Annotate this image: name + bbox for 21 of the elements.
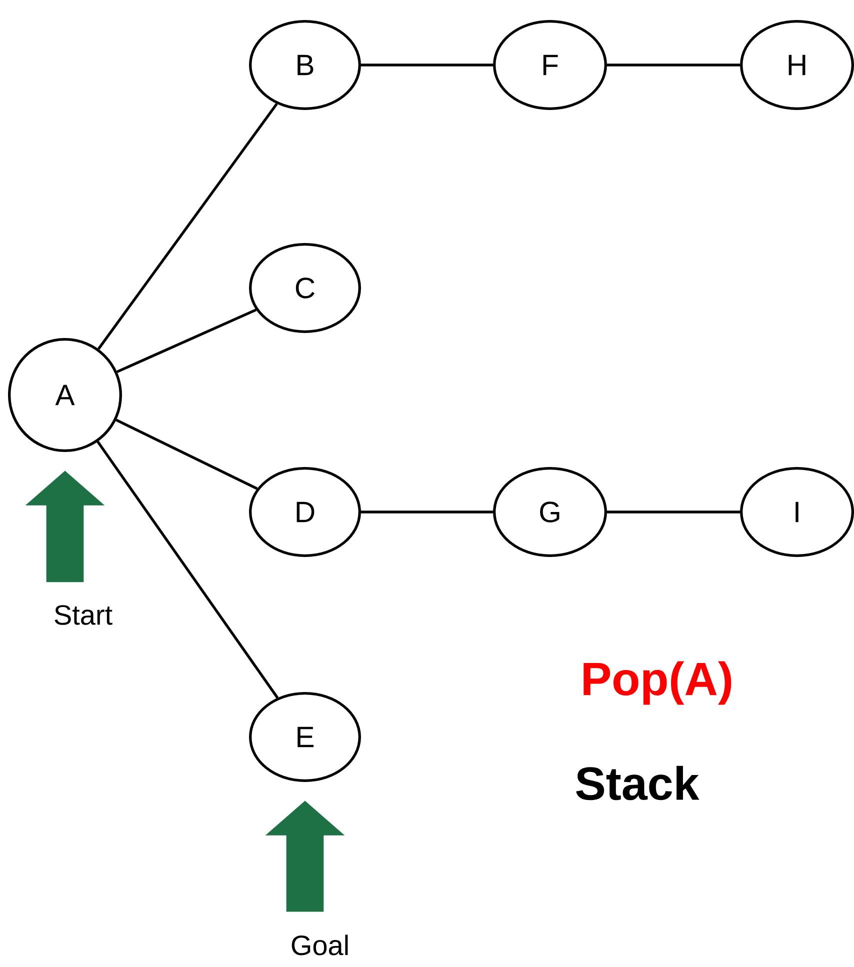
connector-line	[96, 440, 279, 699]
circle-node: G	[493, 467, 607, 557]
connector-line	[607, 510, 740, 514]
connector-line	[116, 308, 257, 374]
circle-node: A	[8, 338, 122, 452]
circle-node: F	[493, 20, 607, 110]
text-label: Stack	[576, 766, 700, 800]
circle-node: I	[740, 467, 854, 557]
connector-line	[116, 418, 258, 490]
circle-node: H	[740, 20, 854, 110]
connector-line	[361, 64, 493, 66]
connector-line	[97, 103, 278, 350]
node-label: Goal	[292, 934, 348, 956]
node-label: Start	[54, 605, 112, 625]
text-label: Pop(A)	[584, 661, 732, 705]
circle-node: E	[249, 692, 361, 782]
connector-line	[607, 64, 740, 66]
connector-line	[361, 510, 493, 514]
circle-node: D	[249, 467, 361, 557]
circle-node: C	[249, 243, 361, 333]
circle-node: B	[249, 20, 361, 110]
